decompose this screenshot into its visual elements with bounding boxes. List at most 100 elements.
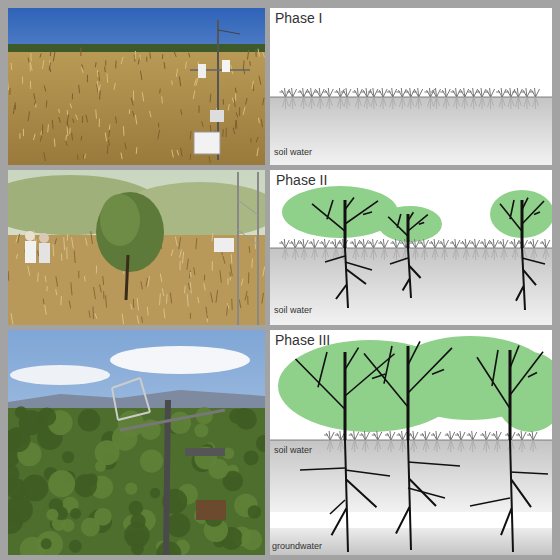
grass-texture bbox=[231, 299, 232, 310]
grass-texture bbox=[15, 102, 16, 109]
phase-two-panel bbox=[270, 170, 552, 325]
grass-texture bbox=[146, 57, 147, 62]
grass-texture bbox=[185, 62, 187, 69]
grass-texture bbox=[69, 128, 71, 134]
grass-texture bbox=[227, 303, 229, 308]
grass-root bbox=[292, 248, 298, 260]
grass-texture bbox=[162, 54, 163, 59]
grass-texture bbox=[109, 124, 111, 130]
grass-texture bbox=[162, 288, 164, 296]
grass-root bbox=[512, 248, 518, 260]
grass-texture bbox=[194, 267, 195, 275]
grass-texture bbox=[139, 55, 140, 60]
tree-root bbox=[403, 248, 421, 298]
grass-root bbox=[390, 97, 396, 109]
grass-texture bbox=[140, 71, 142, 80]
grass-root bbox=[312, 248, 318, 260]
grass-tuft bbox=[431, 88, 441, 97]
grass-root bbox=[338, 440, 344, 452]
grass-texture bbox=[249, 246, 251, 253]
tree-branch bbox=[388, 212, 428, 236]
photo-shrub-encroachment-part bbox=[238, 200, 258, 215]
grass-texture bbox=[137, 315, 139, 324]
grass-tuft bbox=[512, 88, 522, 97]
phase-three-panel-part bbox=[296, 341, 549, 552]
grass-texture bbox=[196, 238, 197, 249]
grass-texture bbox=[95, 314, 97, 319]
grass-texture bbox=[74, 251, 76, 263]
grass-texture bbox=[105, 133, 106, 142]
grass-texture bbox=[53, 52, 55, 62]
grass-texture bbox=[149, 52, 151, 58]
grass-texture bbox=[209, 156, 211, 163]
grass-texture bbox=[241, 279, 242, 286]
grass-texture bbox=[30, 62, 32, 70]
phase-three-panel-part bbox=[494, 352, 552, 432]
grass-texture bbox=[159, 294, 161, 306]
grass-texture bbox=[91, 231, 93, 244]
grass-root bbox=[434, 97, 440, 109]
photo-shrubland-part bbox=[166, 400, 168, 555]
grass-root bbox=[375, 440, 381, 452]
grass-texture bbox=[141, 281, 142, 289]
grass-texture bbox=[179, 237, 181, 249]
shrub-texture bbox=[8, 496, 33, 524]
grass-root bbox=[463, 248, 469, 260]
grass-texture bbox=[190, 272, 192, 277]
grass-texture bbox=[73, 119, 74, 123]
grass-tuft bbox=[485, 88, 495, 97]
grass-root bbox=[443, 97, 449, 109]
grass-tuft bbox=[368, 239, 378, 248]
grass-root bbox=[408, 97, 414, 109]
grass-texture bbox=[115, 61, 116, 69]
grass-texture bbox=[95, 109, 97, 118]
grass-texture bbox=[33, 134, 35, 140]
grass-texture bbox=[121, 153, 122, 160]
grass-texture bbox=[262, 293, 264, 304]
grass-root bbox=[530, 440, 536, 452]
grass-root bbox=[524, 97, 530, 109]
lateral-root bbox=[408, 488, 445, 498]
grass-texture bbox=[222, 129, 224, 137]
grass-root bbox=[413, 248, 419, 260]
grass-texture bbox=[189, 53, 190, 58]
grass-texture bbox=[72, 237, 74, 248]
photo-shrub-encroachment-part bbox=[39, 233, 49, 243]
grass-texture bbox=[182, 252, 183, 263]
grass-texture bbox=[174, 52, 176, 57]
grass-tuft bbox=[298, 239, 308, 248]
grass-texture bbox=[9, 88, 10, 95]
grass-texture bbox=[184, 286, 186, 294]
shrub-texture bbox=[128, 501, 143, 516]
grass-texture bbox=[72, 93, 73, 99]
grass-texture bbox=[239, 299, 241, 308]
shrub-texture bbox=[256, 435, 265, 452]
grass-texture bbox=[45, 305, 47, 315]
grass-texture bbox=[65, 135, 67, 140]
photo-grassland-part bbox=[210, 110, 224, 122]
grass-texture bbox=[107, 145, 109, 154]
grass-texture bbox=[67, 234, 69, 241]
grass-texture bbox=[37, 273, 39, 282]
grass-root bbox=[454, 97, 460, 109]
grass-texture bbox=[223, 99, 224, 105]
lateral-root bbox=[325, 256, 345, 262]
grass-root bbox=[353, 248, 359, 260]
grass-texture bbox=[245, 291, 247, 300]
grass-texture bbox=[133, 299, 134, 308]
photo-shrub-encroachment-part bbox=[214, 238, 234, 252]
grass-texture bbox=[149, 111, 151, 117]
grass-texture bbox=[212, 261, 213, 271]
grass-texture bbox=[58, 109, 60, 113]
grass-tuft bbox=[459, 88, 469, 97]
grass-texture bbox=[164, 62, 166, 69]
grass-tuft bbox=[429, 239, 439, 248]
phase-two-panel-part bbox=[378, 206, 442, 242]
grass-texture bbox=[94, 287, 96, 299]
grass-texture bbox=[249, 61, 251, 65]
grass-root bbox=[432, 248, 438, 260]
grass-texture bbox=[148, 276, 150, 287]
grass-texture bbox=[67, 114, 69, 124]
grass-texture bbox=[28, 111, 29, 121]
